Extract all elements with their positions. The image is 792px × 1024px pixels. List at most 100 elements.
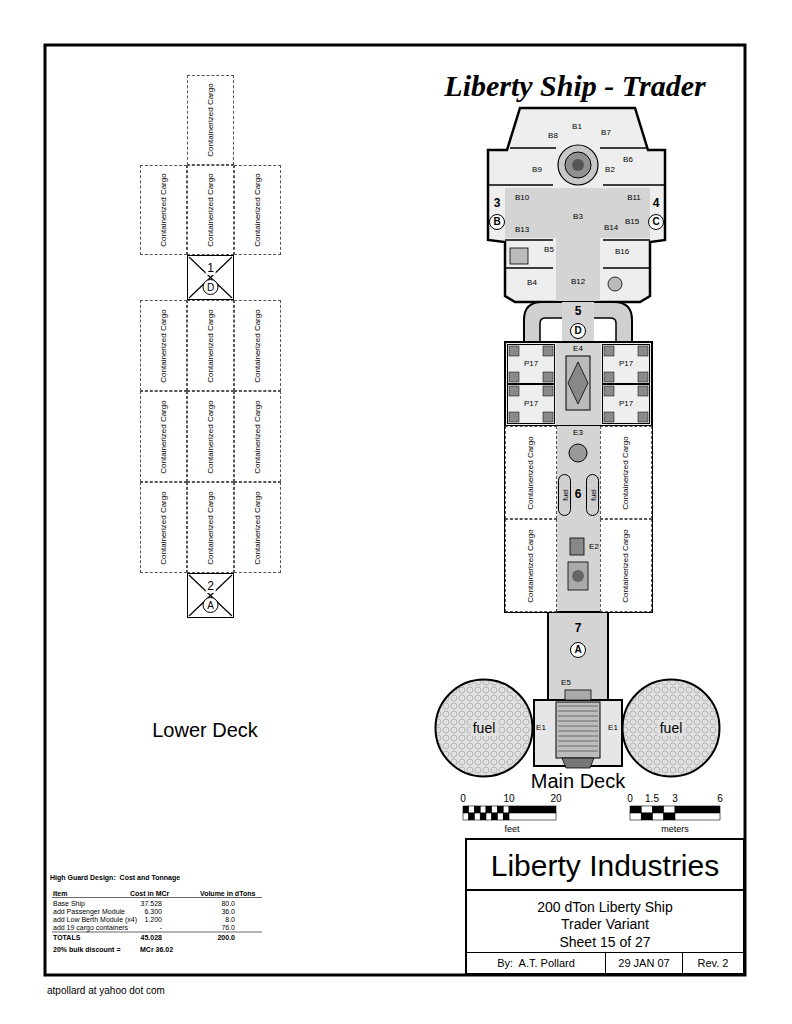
low-berth: [509, 386, 519, 396]
table-cell: Volume in dTons: [200, 890, 255, 897]
passenger-module: [556, 343, 601, 425]
room-label: 3: [493, 197, 502, 209]
title-block-label: Trader Variant: [561, 917, 649, 931]
title-divider: [465, 889, 745, 891]
scale-bar: [503, 806, 509, 813]
container-label: Containerized Cargo: [207, 173, 215, 246]
low-berth: [543, 346, 553, 356]
bridge-section: [488, 108, 665, 302]
room-label: B9: [531, 166, 543, 174]
low-berth: [638, 372, 648, 382]
table-cell: 76.0: [221, 924, 235, 931]
scale-label: feet: [504, 825, 519, 834]
room-label: E1: [607, 724, 619, 732]
container-label: Containerized Cargo: [254, 309, 262, 382]
drawing-title: Liberty Ship - Trader: [444, 71, 705, 101]
scale-bar: [486, 813, 492, 820]
table-cell: 36.0: [221, 908, 235, 915]
container-label: Containerized Cargo: [527, 436, 535, 509]
container-label: Containerized Cargo: [622, 436, 630, 509]
scale-bar: [509, 813, 556, 820]
bridge-section: [572, 159, 584, 171]
hatch-letter-ring: [203, 280, 218, 295]
room-label: E1: [535, 724, 547, 732]
table-rule: [52, 932, 262, 933]
low-berth: [509, 412, 519, 422]
room-label: B2: [604, 166, 616, 174]
room-label: B7: [600, 129, 612, 137]
container-label: Containerized Cargo: [160, 491, 168, 564]
low-berth: [638, 386, 648, 396]
cargo-section: [568, 562, 588, 590]
table-cell: MCr 36.02: [140, 946, 173, 953]
table-cell: add 19 cargo containers: [53, 924, 128, 931]
container: Containerized Cargo: [187, 75, 234, 165]
stateroom-label: P17: [619, 400, 633, 408]
title-cell: Rev. 2: [682, 952, 743, 973]
scale-bar: [475, 806, 481, 813]
low-berth: [638, 412, 648, 422]
container-label: Containerized Cargo: [254, 491, 262, 564]
bridge-section: [608, 277, 622, 291]
container: Containerized Cargo: [187, 300, 234, 391]
container: Containerized Cargo: [234, 165, 281, 255]
stateroom: P17: [602, 384, 650, 424]
table-cell: -: [160, 924, 162, 931]
table-cell: TOTALS: [53, 934, 80, 941]
passenger-module: [505, 342, 652, 426]
table-cell: Item: [53, 890, 67, 897]
fuel-pod: fuel: [558, 474, 571, 516]
hatch-cross: [189, 257, 232, 298]
container: Containerized Cargo: [187, 391, 234, 482]
engineering-section: [548, 612, 608, 700]
fuel-pod-label: fuel: [561, 489, 568, 500]
engineering-section: [571, 643, 586, 658]
hatch: 2A: [187, 573, 234, 618]
low-berth: [543, 372, 553, 382]
cargo-section: [570, 538, 584, 555]
room-label: B5: [543, 246, 555, 254]
room-label: B: [493, 217, 500, 227]
low-berth: [604, 372, 614, 382]
room-label: B3: [572, 213, 584, 221]
container: Containerized Cargo: [187, 165, 234, 255]
fuel-tank-label: fuel: [471, 720, 498, 736]
scale-label: 1.5: [645, 794, 659, 804]
container: Containerized Cargo: [140, 391, 187, 482]
low-berth: [509, 372, 519, 382]
table-cell: add Low Berth Module (x4): [53, 916, 137, 923]
low-berth: [543, 386, 553, 396]
engine-detail: [558, 716, 598, 717]
title-cell-label: 29 JAN 07: [618, 958, 669, 969]
scale-bar: [498, 806, 504, 813]
fuel-tank-outline: [623, 680, 720, 777]
scale-bar: [630, 806, 641, 813]
hatch-label: D: [207, 283, 214, 293]
bridge-section: [490, 215, 505, 230]
scale-bar: [675, 813, 720, 820]
hatch-cross: [189, 257, 232, 298]
container-label: Containerized Cargo: [527, 529, 535, 602]
table-cell: High Guard Design: Cost and Tonnage: [50, 874, 180, 881]
bridge-section: [488, 184, 553, 186]
cargo-section: [569, 444, 587, 462]
scale-bar: [509, 806, 556, 813]
engine-detail: [558, 731, 598, 732]
scale-bar: [492, 806, 498, 813]
table-cell: add Passenger Module: [53, 908, 125, 915]
title-cell-label: By: A.T. Pollard: [497, 958, 575, 969]
engine-detail: [558, 706, 598, 751]
room-label: B10: [514, 194, 530, 202]
scale-bar: [653, 813, 664, 820]
scale-label: 10: [503, 794, 514, 804]
bridge-section: [488, 108, 665, 302]
engineering-section: [556, 702, 600, 758]
scale-bar: [463, 813, 469, 820]
container-label: Containerized Cargo: [207, 491, 215, 564]
hatch-cross: [189, 575, 232, 616]
engine-detail: [558, 706, 598, 707]
container: Containerized Cargo: [234, 300, 281, 391]
scale-bar: [480, 813, 486, 820]
bridge-section: [505, 239, 553, 241]
neck-section: [571, 324, 586, 339]
